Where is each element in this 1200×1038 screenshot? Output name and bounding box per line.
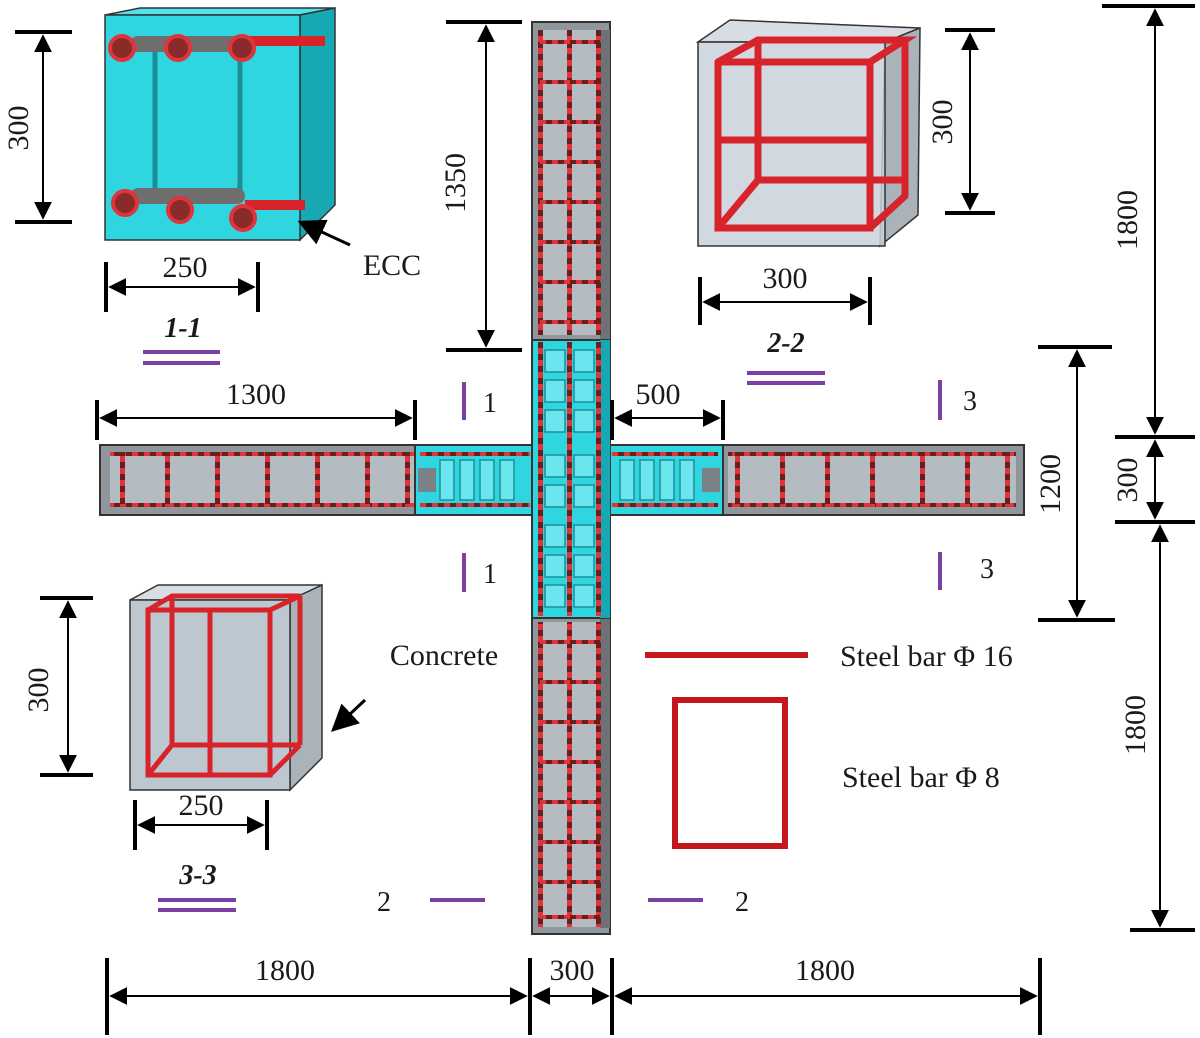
dim-column-upper: 1350: [439, 153, 472, 213]
dim-sec22-height: 300: [926, 100, 959, 145]
cut-mark-3-bottom: 3: [980, 554, 994, 585]
dim-beam-ecc: 500: [636, 378, 681, 411]
column-upper: [531, 21, 611, 341]
section-title-1-1: 1-1: [164, 313, 201, 344]
cut-mark-1-top: 1: [483, 388, 497, 419]
cut-mark-2-left: 2: [377, 887, 391, 918]
legend-stirrup-swatch: [672, 697, 788, 849]
ecc-region: [414, 339, 724, 619]
section-2-2-model: [695, 19, 921, 248]
dim-beam-left: 1300: [226, 378, 286, 411]
section-marks: [143, 350, 942, 912]
dim-sec33-width: 250: [179, 789, 224, 822]
dimension-lines: [15, 4, 1195, 1035]
section-3-3-model: [129, 583, 323, 792]
column-lower-stirrups: [538, 622, 601, 927]
cut-mark-3-top: 3: [963, 386, 977, 417]
legend-main-bar-label: Steel bar Φ 16: [840, 640, 1013, 673]
dim-bottom-mid: 300: [550, 954, 595, 987]
section-title-3-3: 3-3: [178, 860, 216, 891]
label-concrete: Concrete: [390, 639, 498, 672]
beam-right: [721, 444, 1025, 516]
label-ecc: ECC: [363, 249, 421, 282]
dim-joint-right: 300: [1111, 458, 1144, 503]
dim-total-lower: 1800: [1119, 695, 1152, 755]
legend-stirrup-label: Steel bar Φ 8: [842, 761, 1000, 794]
column-upper-stirrups: [538, 30, 601, 335]
section-1-1-model: [104, 7, 336, 242]
dim-ecc-column: 1200: [1034, 454, 1067, 514]
text-layer: 300 250 ECC 1-1 1350 300 300 2-2 1800 30…: [2, 100, 1152, 988]
dim-sec11-height: 300: [2, 106, 35, 151]
dim-bottom-left: 1800: [255, 954, 315, 987]
dim-sec22-width: 300: [763, 262, 808, 295]
cut-mark-2-right: 2: [735, 887, 749, 918]
dim-sec33-height: 300: [22, 668, 55, 713]
beam-left: [99, 444, 419, 516]
dim-bottom-right: 1800: [795, 954, 855, 987]
column-lower: [531, 617, 611, 935]
section-title-2-2: 2-2: [766, 328, 804, 359]
dim-sec11-width: 250: [163, 251, 208, 284]
legend: [645, 652, 808, 849]
dim-total-upper: 1800: [1111, 190, 1144, 250]
cut-mark-1-bottom: 1: [483, 559, 497, 590]
